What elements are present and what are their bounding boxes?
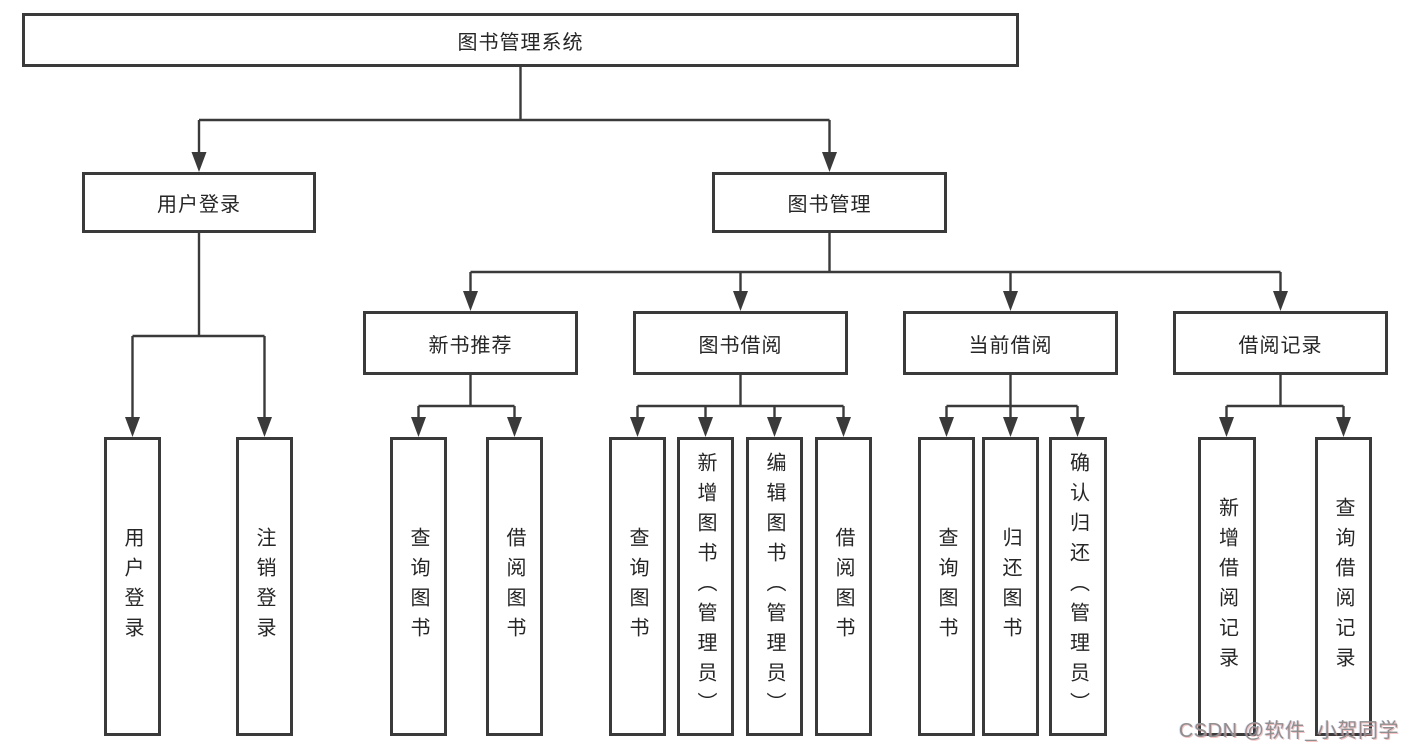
arrowhead	[1070, 417, 1085, 437]
leaf-user-login: 用户登录	[104, 437, 161, 736]
leaf-logout: 注销登录	[236, 437, 293, 736]
node-new-book-recommend: 新书推荐	[363, 311, 578, 375]
arrowhead	[939, 417, 954, 437]
arrowhead	[411, 417, 426, 437]
connector-new-book-children	[417, 375, 516, 419]
leaf-query-books-borrow: 查询图书	[609, 437, 666, 736]
arrowhead	[507, 417, 522, 437]
arrowhead	[1273, 291, 1288, 311]
leaf-query-books-recommend: 查询图书	[390, 437, 447, 736]
connector-root-to-level2	[197, 67, 831, 154]
leaf-confirm-return-admin: 确认归还（管理员）	[1049, 437, 1107, 736]
leaf-borrow-books-recommend: 借阅图书	[486, 437, 543, 736]
connector-book-borrow-children	[636, 375, 845, 419]
connector-borrow-records-children	[1225, 375, 1345, 419]
arrowhead	[1003, 417, 1018, 437]
leaf-return-books: 归还图书	[982, 437, 1039, 736]
node-current-borrow: 当前借阅	[903, 311, 1118, 375]
leaf-edit-books-admin: 编辑图书（管理员）	[746, 437, 803, 736]
arrowhead	[125, 417, 140, 437]
arrowhead	[1219, 417, 1234, 437]
arrowhead	[257, 417, 272, 437]
connector-book-management-children	[469, 233, 1282, 293]
arrowhead	[1003, 291, 1018, 311]
node-user-login: 用户登录	[82, 172, 316, 233]
arrowhead	[733, 291, 748, 311]
leaf-query-borrow-record: 查询借阅记录	[1315, 437, 1372, 736]
node-book-management: 图书管理	[712, 172, 947, 233]
node-library-management-system: 图书管理系统	[22, 13, 1019, 67]
csdn-watermark: CSDN @软件_小贺同学	[1178, 720, 1399, 742]
arrowhead	[1336, 417, 1351, 437]
arrowhead	[836, 417, 851, 437]
connector-current-borrow-children	[945, 375, 1079, 419]
arrowhead	[698, 417, 713, 437]
arrowhead	[630, 417, 645, 437]
leaf-add-borrow-record: 新增借阅记录	[1198, 437, 1256, 736]
arrowhead	[463, 291, 478, 311]
leaf-borrow-books: 借阅图书	[815, 437, 872, 736]
leaf-add-books-admin: 新增图书（管理员）	[677, 437, 734, 736]
arrowhead	[767, 417, 782, 437]
node-book-borrow: 图书借阅	[633, 311, 848, 375]
arrowhead	[822, 152, 837, 172]
leaf-query-books-current: 查询图书	[918, 437, 975, 736]
arrowhead	[191, 152, 207, 172]
connector-user-login-children	[131, 233, 266, 419]
node-borrow-records: 借阅记录	[1173, 311, 1388, 375]
